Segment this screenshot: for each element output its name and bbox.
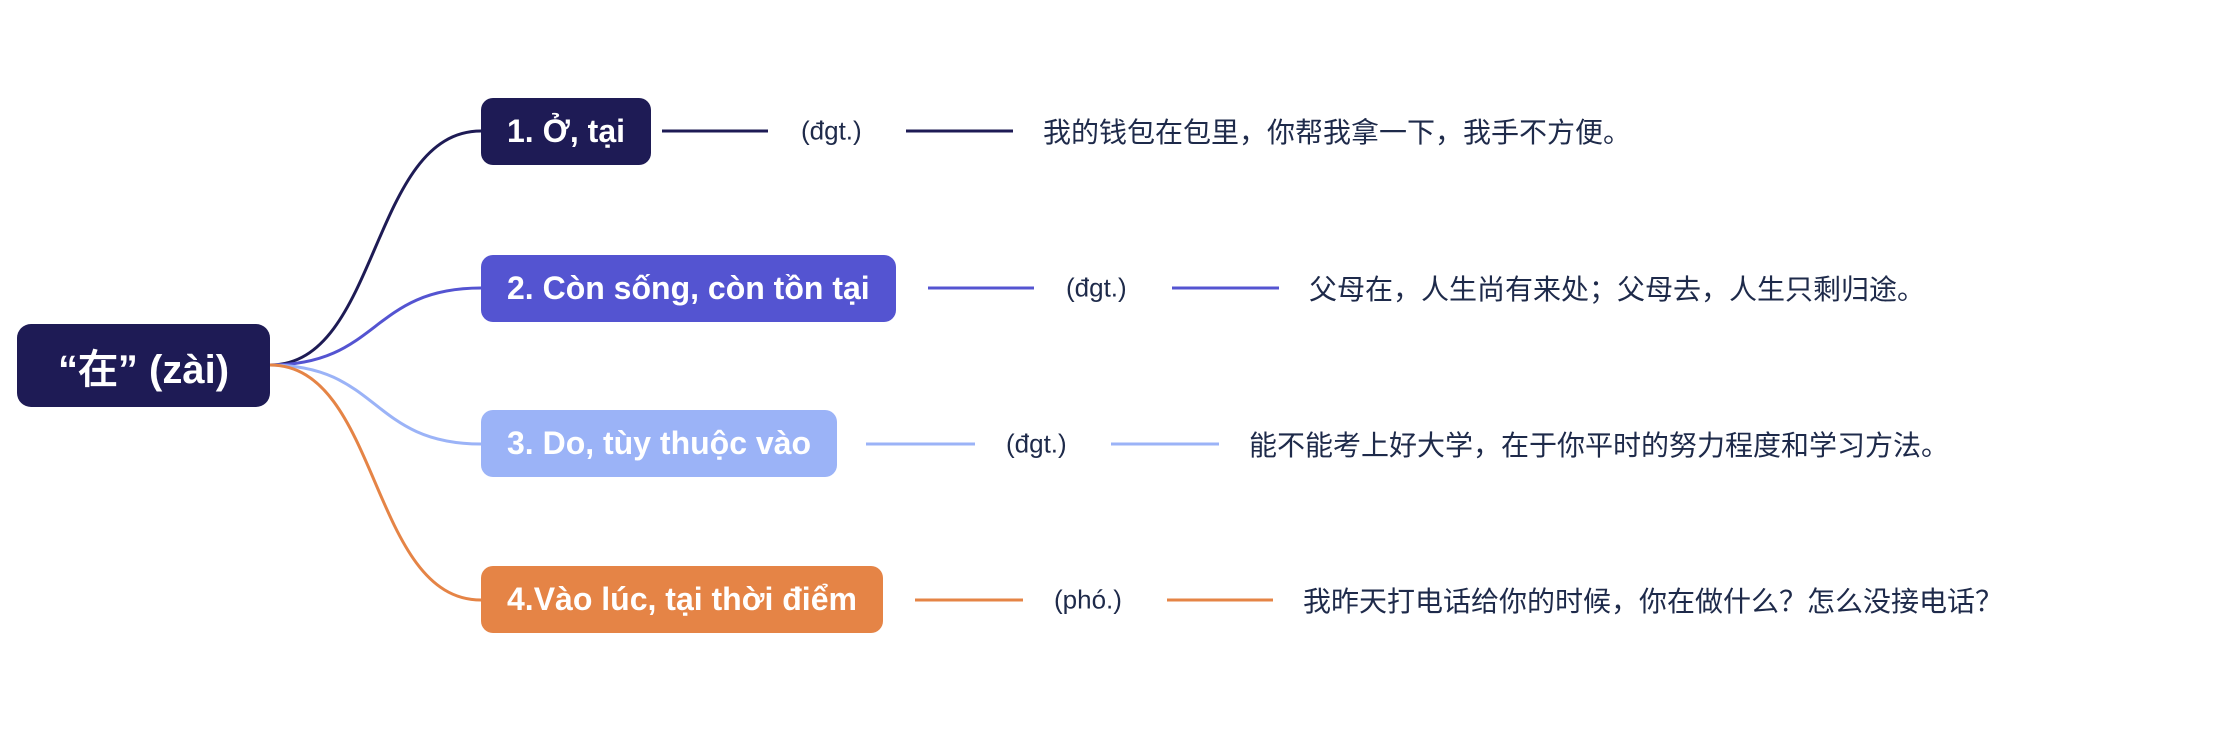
part-of-speech-1[interactable]: (đgt.)	[801, 115, 862, 146]
branch-node-3[interactable]: 3. Do, tùy thuộc vào	[481, 410, 838, 477]
link-root-branch-2	[269, 286, 482, 367]
example-sentence-2[interactable]: 父母在，人生尚有来处；父母去，人生只剩归途。	[1309, 274, 1926, 305]
part-of-speech-4[interactable]: (phó.)	[1054, 584, 1122, 615]
example-sentence-4[interactable]: 我昨天打电话给你的时候，你在做什么？怎么没接电话？	[1303, 586, 2004, 617]
branch-node-1[interactable]: 1. Ở, tại	[481, 98, 651, 165]
root-node[interactable]: “在” (zài)	[17, 324, 270, 407]
part-of-speech-3[interactable]: (đgt.)	[1006, 428, 1067, 459]
link-root-branch-4	[269, 363, 482, 602]
example-sentence-1[interactable]: 我的钱包在包里，你帮我拿一下，我手不方便。	[1043, 117, 1632, 148]
branch-node-4[interactable]: 4.Vào lúc, tại thời điểm	[481, 566, 883, 633]
link-root-branch-3	[269, 363, 482, 446]
part-of-speech-2[interactable]: (đgt.)	[1066, 272, 1127, 303]
example-sentence-3[interactable]: 能不能考上好大学，在于你平时的努力程度和学习方法。	[1249, 430, 1950, 461]
branch-node-2[interactable]: 2. Còn sống, còn tồn tại	[481, 255, 896, 322]
link-root-branch-1	[269, 129, 482, 367]
